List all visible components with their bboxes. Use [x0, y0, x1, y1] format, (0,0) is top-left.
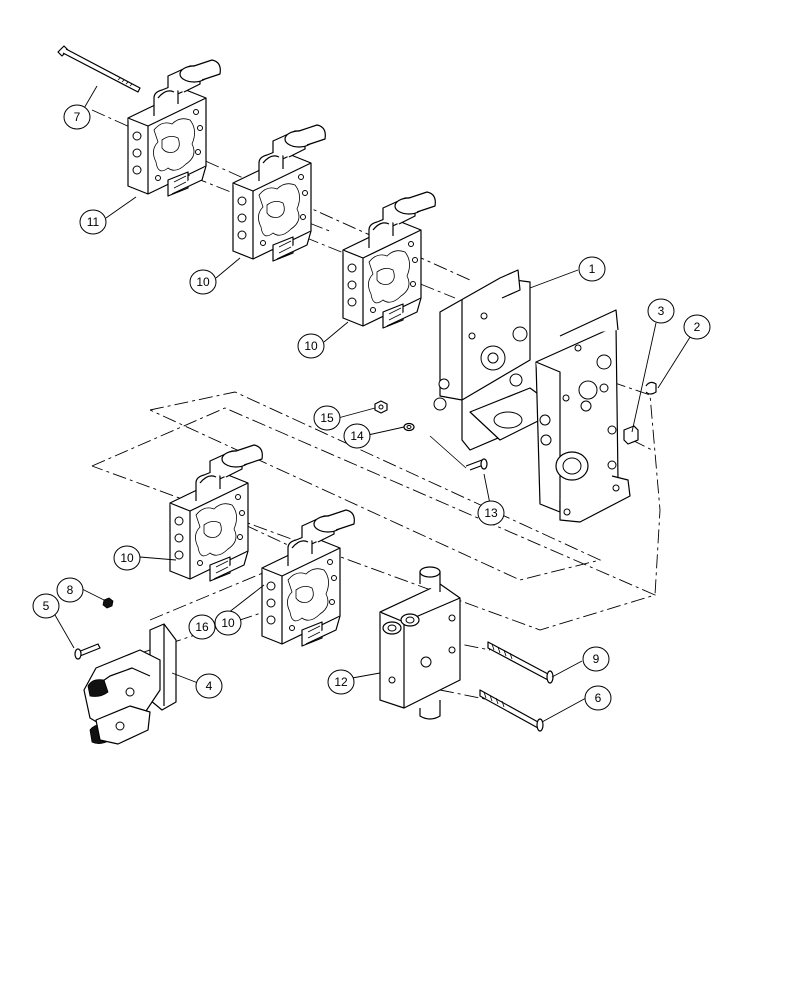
svg-text:13: 13: [484, 506, 498, 520]
svg-text:10: 10: [221, 616, 235, 630]
valve-section-10-upper: [232, 124, 326, 262]
svg-text:14: 14: [350, 429, 364, 443]
svg-text:5: 5: [43, 599, 50, 613]
callout-14: 14: [343, 423, 371, 449]
callout-10-lower: 10: [113, 545, 141, 571]
alignment-line-middle-frame: [91, 407, 657, 631]
outlet-cover-4: [83, 623, 177, 745]
callout-5: 5: [32, 593, 60, 619]
valve-section-10-mid: [342, 191, 436, 329]
valve-section-11: [127, 59, 221, 197]
svg-text:1: 1: [589, 262, 596, 276]
callout-10-upper: 10: [189, 269, 217, 295]
svg-text:10: 10: [196, 275, 210, 289]
washer-14: [403, 422, 415, 432]
callout-16: 16: [188, 614, 216, 640]
callout-2: 2: [683, 314, 711, 340]
svg-text:3: 3: [658, 304, 665, 318]
screw-13: [429, 435, 488, 471]
callout-1: 1: [578, 256, 606, 282]
callout-15: 15: [313, 405, 341, 431]
clip-2: [645, 381, 657, 395]
callout-8: 8: [56, 577, 84, 603]
svg-text:6: 6: [595, 691, 602, 705]
callout-12: 12: [327, 669, 355, 695]
svg-text:16: 16: [195, 620, 209, 634]
callout-9: 9: [582, 646, 610, 672]
svg-text:11: 11: [87, 215, 100, 229]
callout-13: 13: [477, 500, 505, 526]
valve-section-10-lower: [169, 444, 263, 582]
tie-bolt-7: [57, 45, 141, 93]
callout-10-mid: 10: [297, 333, 325, 359]
svg-text:15: 15: [320, 411, 334, 425]
svg-text:8: 8: [67, 583, 74, 597]
callout-7: 7: [63, 104, 91, 130]
svg-text:7: 7: [74, 110, 81, 124]
bolt-5: [74, 643, 101, 660]
svg-text:10: 10: [120, 551, 134, 565]
svg-text:4: 4: [206, 679, 213, 693]
valve-housing-1: [433, 269, 631, 523]
tie-rod-6: [479, 689, 544, 732]
callout-4: 4: [195, 673, 223, 699]
inlet-cover-12: [379, 566, 461, 720]
callout-10-bottom: 10: [214, 610, 242, 636]
svg-text:10: 10: [304, 339, 318, 353]
valve-section-10-bottom: [261, 509, 355, 647]
callout-11: 11: [79, 209, 107, 235]
svg-text:2: 2: [694, 320, 701, 334]
nut-15: [374, 400, 388, 414]
callout-3: 3: [647, 298, 675, 324]
nut-8: [102, 597, 114, 609]
tie-rod-9: [487, 641, 554, 684]
svg-text:9: 9: [593, 652, 600, 666]
alignment-line-upper-frame: [149, 391, 602, 581]
plug-3: [623, 425, 639, 445]
svg-text:12: 12: [334, 675, 348, 689]
callout-6: 6: [584, 685, 612, 711]
